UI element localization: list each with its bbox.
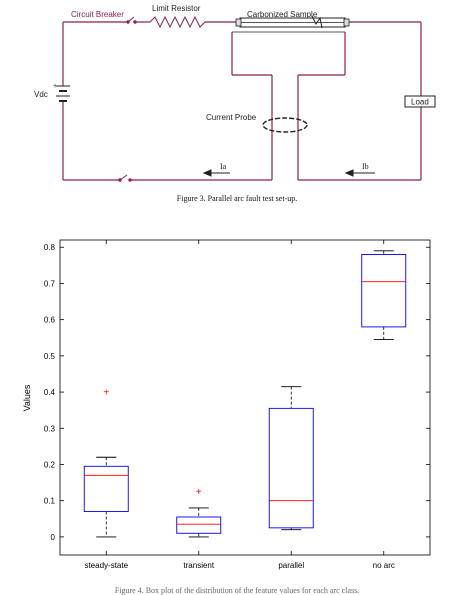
outlier-marker: + bbox=[196, 487, 202, 498]
outlier-marker: + bbox=[103, 388, 109, 399]
carbonized-sample bbox=[232, 15, 350, 33]
label-vdc: Vdc bbox=[34, 90, 48, 99]
load-box bbox=[404, 95, 436, 108]
x-axis-ticks: steady-state transient parallel no arc bbox=[84, 240, 395, 570]
box-iqr bbox=[176, 516, 222, 534]
dc-plus-sign: + bbox=[53, 83, 57, 90]
box-iqr bbox=[361, 254, 407, 328]
label-carbonized-sample: Carbonized Sample bbox=[247, 10, 318, 19]
y-axis-ticks: 0 0.1 0.2 0.3 0.4 0.5 0.6 0.7 0.8 bbox=[44, 243, 430, 542]
limit-resistor-symbol bbox=[149, 15, 206, 29]
y-tick-label: 0.7 bbox=[44, 279, 56, 288]
label-limit-resistor: Limit Resistor bbox=[152, 4, 201, 13]
figure4-caption: Figure 4. Box plot of the distribution o… bbox=[114, 586, 360, 595]
y-tick-label: 0.2 bbox=[44, 460, 56, 469]
y-tick-label: 0.8 bbox=[44, 243, 56, 252]
figure3-caption: Figure 3. Parallel arc fault test set-up… bbox=[176, 194, 298, 203]
x-tick-label: parallel bbox=[278, 561, 304, 570]
box-no-arc bbox=[361, 250, 407, 341]
y-tick-label: 0.6 bbox=[44, 316, 56, 325]
boxes-group: ++ bbox=[83, 250, 407, 538]
x-tick-label: no arc bbox=[373, 561, 395, 570]
y-tick-label: 0.5 bbox=[44, 352, 56, 361]
box-iqr bbox=[268, 407, 314, 529]
x-tick-label: transient bbox=[183, 561, 214, 570]
dc-source-symbol bbox=[56, 85, 70, 104]
label-load: Load bbox=[411, 98, 429, 107]
y-tick-label: 0 bbox=[51, 533, 56, 542]
label-ib: Ib bbox=[362, 162, 369, 171]
label-circuit-breaker: Circuit Breaker bbox=[71, 10, 124, 19]
box-steady-state: + bbox=[83, 388, 129, 538]
y-tick-label: 0.1 bbox=[44, 497, 56, 506]
y-tick-label: 0.4 bbox=[44, 388, 56, 397]
box-parallel bbox=[268, 386, 314, 531]
current-arrow-ia bbox=[202, 169, 230, 177]
box-iqr bbox=[83, 465, 129, 513]
bottom-switch bbox=[118, 174, 132, 182]
current-arrow-ib bbox=[344, 169, 375, 177]
circuit-wires bbox=[62, 21, 422, 181]
label-current-probe: Current Probe bbox=[206, 113, 257, 122]
y-axis-label: Values bbox=[22, 384, 32, 411]
circuit-diagram: + Circuit Breaker Limit Resistor Carboni… bbox=[34, 4, 436, 182]
box-transient: + bbox=[176, 487, 222, 538]
x-tick-label: steady-state bbox=[84, 561, 128, 570]
y-tick-label: 0.3 bbox=[44, 424, 56, 433]
circuit-breaker-switch bbox=[126, 16, 137, 24]
plot-area bbox=[59, 239, 431, 556]
label-ia: Ia bbox=[220, 162, 227, 171]
current-probe-symbol bbox=[262, 117, 308, 133]
boxplot-chart: 0 0.1 0.2 0.3 0.4 0.5 0.6 0.7 0.8 steady-state tr… bbox=[22, 239, 431, 570]
